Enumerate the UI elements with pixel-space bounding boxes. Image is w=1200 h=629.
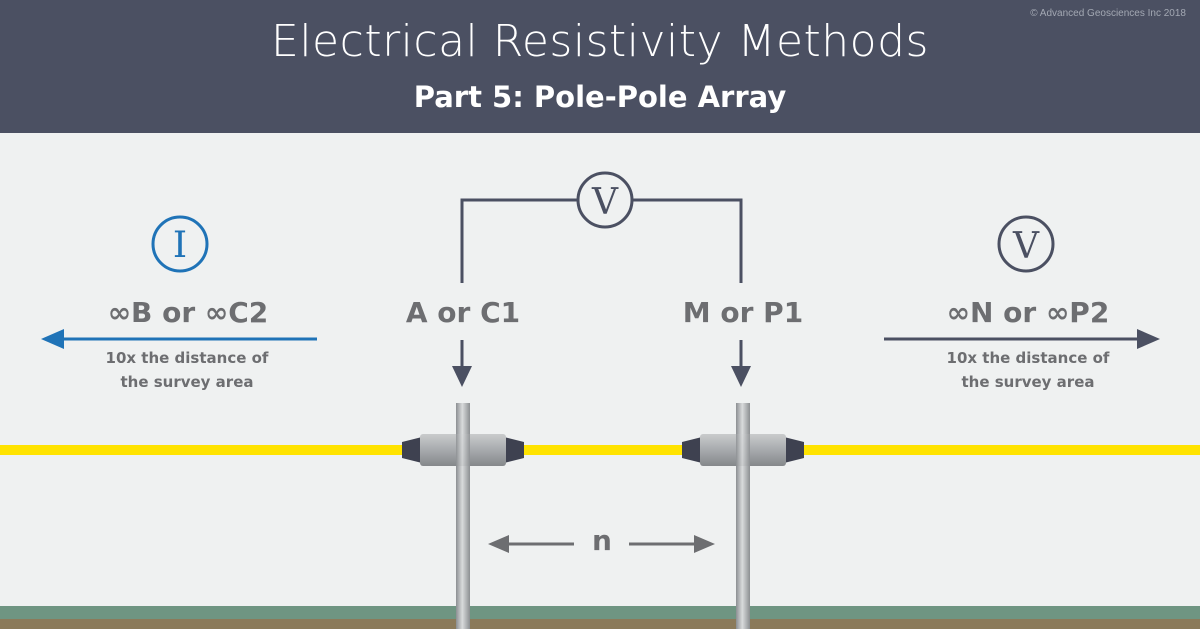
voltmeter-icon <box>576 171 634 229</box>
remote-current-label: ∞B or ∞C2 <box>108 296 269 329</box>
remote-current-note-line1: 10x the distance of <box>106 349 269 367</box>
left-arrow-to-infinity <box>41 329 317 349</box>
remote-potential-label: ∞N or ∞P2 <box>947 296 1110 329</box>
page-title: Electrical Resistivity Methods <box>271 16 929 67</box>
spacing-label: n <box>592 524 612 557</box>
right-arrow-to-infinity <box>884 329 1160 349</box>
electrode-label-potential: M or P1 <box>683 296 803 329</box>
remote-voltmeter-symbol: V <box>1012 226 1040 267</box>
electrode-label-current: A or C1 <box>406 296 520 329</box>
survey-cable <box>0 445 1200 455</box>
grass-strip <box>0 606 1200 619</box>
clamp-pole-front <box>736 434 750 466</box>
electrode-m-p1 <box>682 403 804 629</box>
voltmeter-symbol: V <box>591 182 619 223</box>
current-source-symbol: I <box>173 225 187 266</box>
soil-strip <box>0 619 1200 629</box>
cable-clamp-end-left <box>402 437 422 463</box>
cable-clamp-end-left <box>682 437 702 463</box>
page-subtitle: Part 5: Pole-Pole Array <box>413 80 787 114</box>
spacing-arrow-left <box>488 535 574 553</box>
cable-clamp-end-right <box>504 437 524 463</box>
remote-potential-note-line2: the survey area <box>961 373 1094 391</box>
remote-voltmeter-icon <box>997 215 1055 273</box>
copyright-notice: © Advanced Geosciences Inc 2018 <box>1030 8 1186 19</box>
spacing-arrow-right <box>629 535 715 553</box>
electrode-a-c1 <box>402 403 524 629</box>
current-source-icon <box>151 215 209 273</box>
remote-potential-note-line1: 10x the distance of <box>947 349 1110 367</box>
down-arrow-potential <box>731 340 751 387</box>
down-arrow-current <box>452 340 472 387</box>
clamp-pole-front <box>456 434 470 466</box>
remote-current-note-line2: the survey area <box>120 373 253 391</box>
header-banner: Electrical Resistivity Methods Part 5: P… <box>0 0 1200 133</box>
cable-clamp-end-right <box>784 437 804 463</box>
